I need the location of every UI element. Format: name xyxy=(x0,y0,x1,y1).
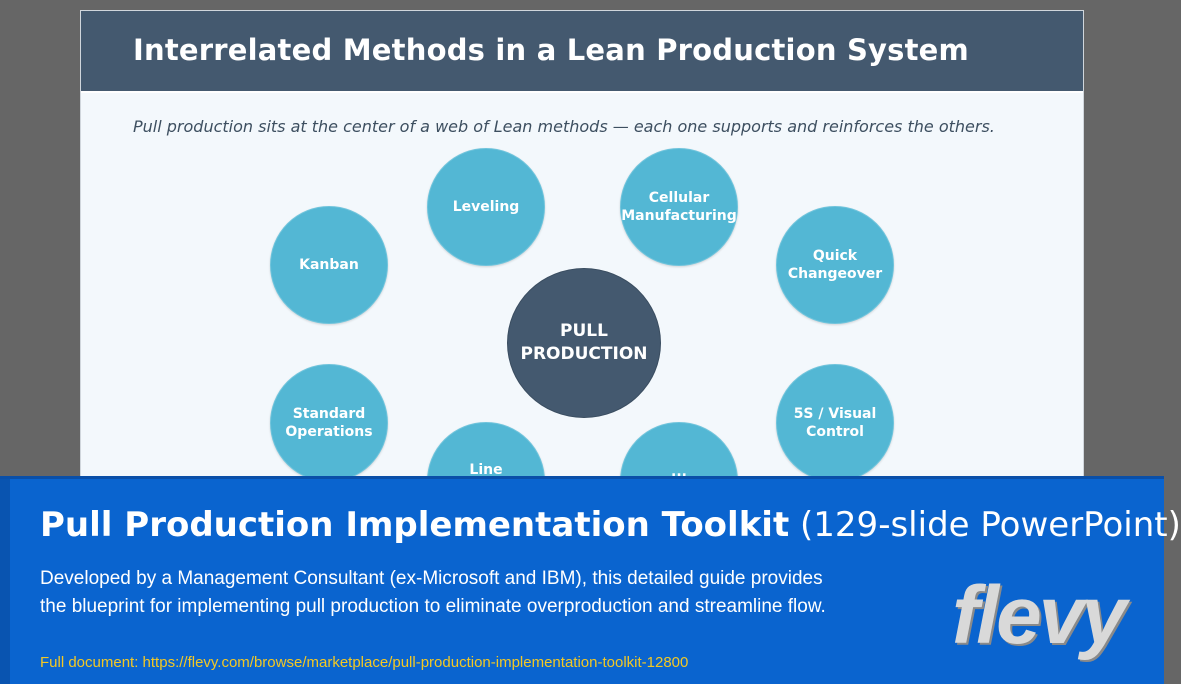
banner-accent-strip xyxy=(0,479,10,684)
node-quick-changeover: Quick Changeover xyxy=(776,206,894,324)
promo-banner: Pull Production Implementation Toolkit (… xyxy=(0,476,1181,684)
banner-title-suffix: (129-slide PowerPoint) xyxy=(800,505,1181,545)
hub-pull-production: PULL PRODUCTION xyxy=(507,268,661,418)
node-standard-operations: Standard Operations xyxy=(270,364,388,482)
slide-title: Interrelated Methods in a Lean Productio… xyxy=(133,33,969,67)
banner-title-main: Pull Production Implementation Toolkit xyxy=(40,505,790,545)
slide-header: Interrelated Methods in a Lean Productio… xyxy=(81,11,1083,93)
banner-description: Developed by a Management Consultant (ex… xyxy=(40,568,826,617)
node-cellular-manufacturing: Cellular Manufacturing xyxy=(620,148,738,266)
node-5s-visual-control: 5S / Visual Control xyxy=(776,364,894,482)
flevy-logo[interactable]: flevy xyxy=(952,570,1127,661)
slide: Interrelated Methods in a Lean Productio… xyxy=(80,10,1084,540)
banner-link[interactable]: Full document: https://flevy.com/browse/… xyxy=(40,654,689,671)
node-kanban: Kanban xyxy=(270,206,388,324)
node-leveling: Leveling xyxy=(427,148,545,266)
banner-title: Pull Production Implementation Toolkit (… xyxy=(40,505,1181,545)
slide-subtitle: Pull production sits at the center of a … xyxy=(133,117,995,136)
